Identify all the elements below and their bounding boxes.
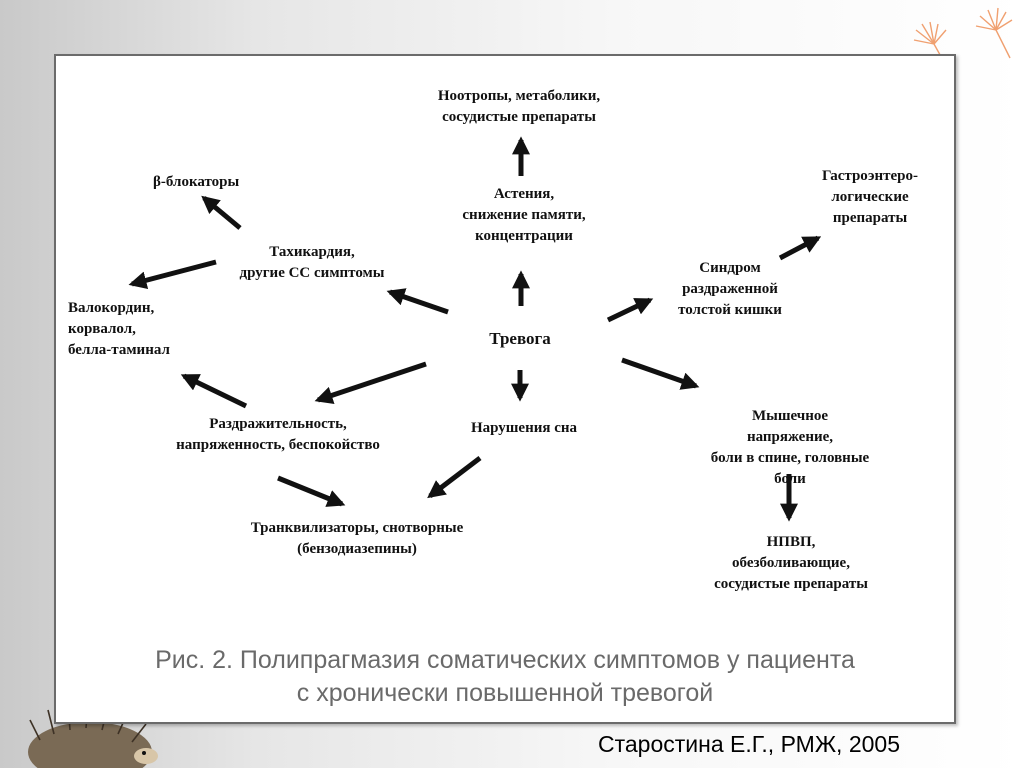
arrow-anxiety-to-ibs	[606, 297, 654, 323]
node-irritability: Раздражительность, напряженность, беспок…	[176, 416, 380, 453]
dandelion-seed-decoration	[913, 7, 1013, 63]
node-sleep-disorders: Нарушения сна	[470, 420, 578, 436]
node-anxiety-center: Тревога	[489, 329, 551, 348]
figure-caption: Рис. 2. Полипрагмазия соматических симпт…	[155, 646, 855, 707]
node-nsaids: НПВП, обезболивающие, сосудистые препара…	[714, 534, 868, 592]
node-asthenia: Астения, снижение памяти, концентрации	[462, 186, 586, 244]
node-ibs: Синдром раздраженной толстой кишки	[678, 260, 782, 318]
arrow-sleep-to-tranquilizers	[427, 456, 482, 499]
node-valocordin: Валокордин, корвалол, белла-таминал	[68, 300, 170, 358]
node-beta-blockers: β-блокаторы	[153, 174, 240, 190]
node-tranquilizers: Транквилизаторы, снотворные (бензодиазеп…	[250, 520, 464, 557]
diagram-panel: Ноотропы, метаболики, сосудистые препара…	[54, 54, 956, 724]
node-tachycardia: Тахикардия, другие СС симптомы	[239, 244, 385, 281]
node-muscle-tension: Мышечное напряжение, боли в спине, голов…	[710, 408, 870, 487]
arrow-irritability-to-valocordin	[180, 373, 248, 409]
arrow-anxiety-to-muscle	[621, 357, 700, 390]
arrow-tachycardia-to-valocordin	[128, 259, 217, 290]
arrow-anxiety-to-irritability	[314, 361, 427, 404]
arrow-ibs-to-gastro	[778, 235, 822, 261]
node-gastro: Гастроэнтеро- логические препараты	[822, 168, 918, 226]
hedgehog-decoration	[28, 701, 158, 768]
source-citation: Старостина Е.Г., РМЖ, 2005	[598, 731, 900, 757]
node-nootropics: Ноотропы, метаболики, сосудистые препара…	[437, 88, 601, 125]
arrow-tachycardia-to-beta-blockers	[201, 195, 242, 230]
arrow-irritability-to-tranquilizers	[277, 475, 346, 507]
arrow-anxiety-to-tachycardia	[386, 288, 449, 315]
diagram-arrows	[128, 136, 822, 522]
